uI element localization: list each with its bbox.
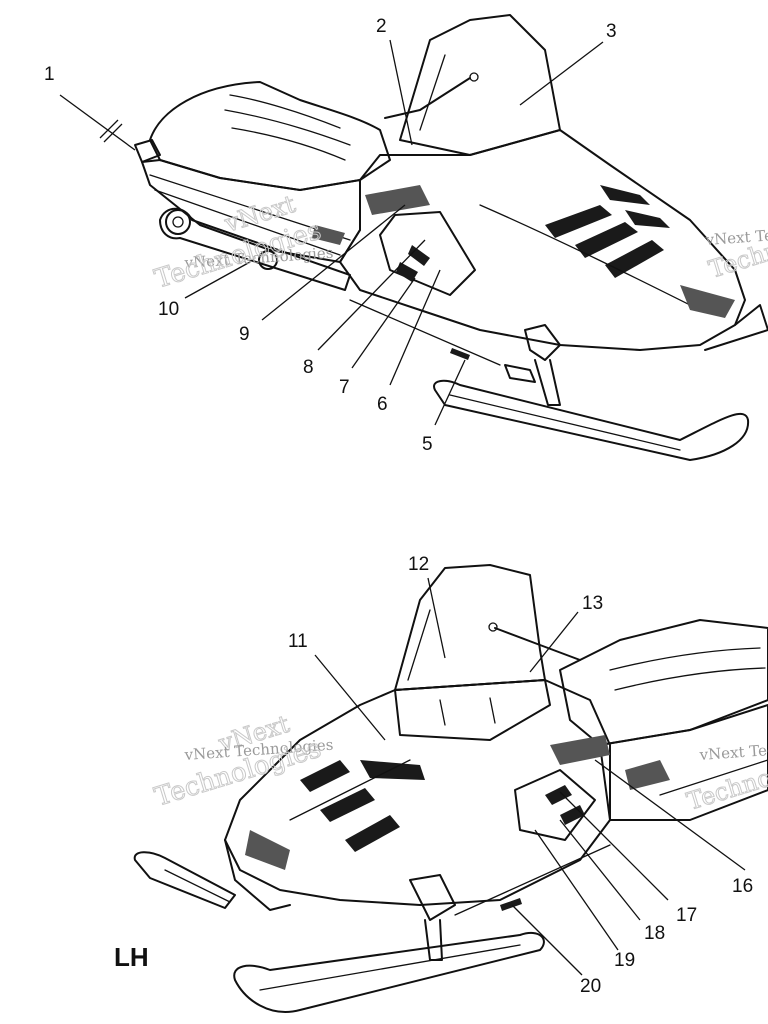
- callout-19: 19: [614, 950, 635, 971]
- callout-20: 20: [580, 976, 601, 997]
- callout-18: 18: [644, 923, 665, 944]
- callout-8: 8: [303, 357, 314, 378]
- callout-1: 1: [44, 64, 55, 85]
- snowmobile-right-side: [134, 14, 768, 461]
- callout-12: 12: [408, 554, 429, 575]
- callout-7: 7: [339, 377, 350, 398]
- watermark-vnext-bottom-right: vNext Technologies Technologies: [683, 736, 768, 817]
- snowmobile-left-side: [133, 564, 768, 1013]
- callout-16: 16: [732, 876, 753, 897]
- watermark-small: vNext Technologies: [698, 736, 768, 764]
- callout-17: 17: [676, 905, 697, 926]
- side-label-lh: LH: [114, 942, 149, 972]
- leader-lines: [59, 39, 746, 976]
- watermark-vnext-top-left: vNext vNext Technologies Technologies: [151, 189, 334, 295]
- callout-5: 5: [422, 434, 433, 455]
- callout-labels: 1 2 3 5 6 7 8 9 10 11 12 13 16 17 18 19 …: [44, 16, 753, 997]
- callout-13: 13: [582, 593, 603, 614]
- callout-9: 9: [239, 324, 250, 345]
- callout-3: 3: [606, 21, 617, 42]
- callout-2: 2: [376, 16, 387, 37]
- callout-10: 10: [158, 299, 179, 320]
- watermark-vnext-top-right: vNext Technologies Technologies: [704, 210, 768, 284]
- callout-6: 6: [377, 394, 388, 415]
- callout-11: 11: [288, 631, 308, 652]
